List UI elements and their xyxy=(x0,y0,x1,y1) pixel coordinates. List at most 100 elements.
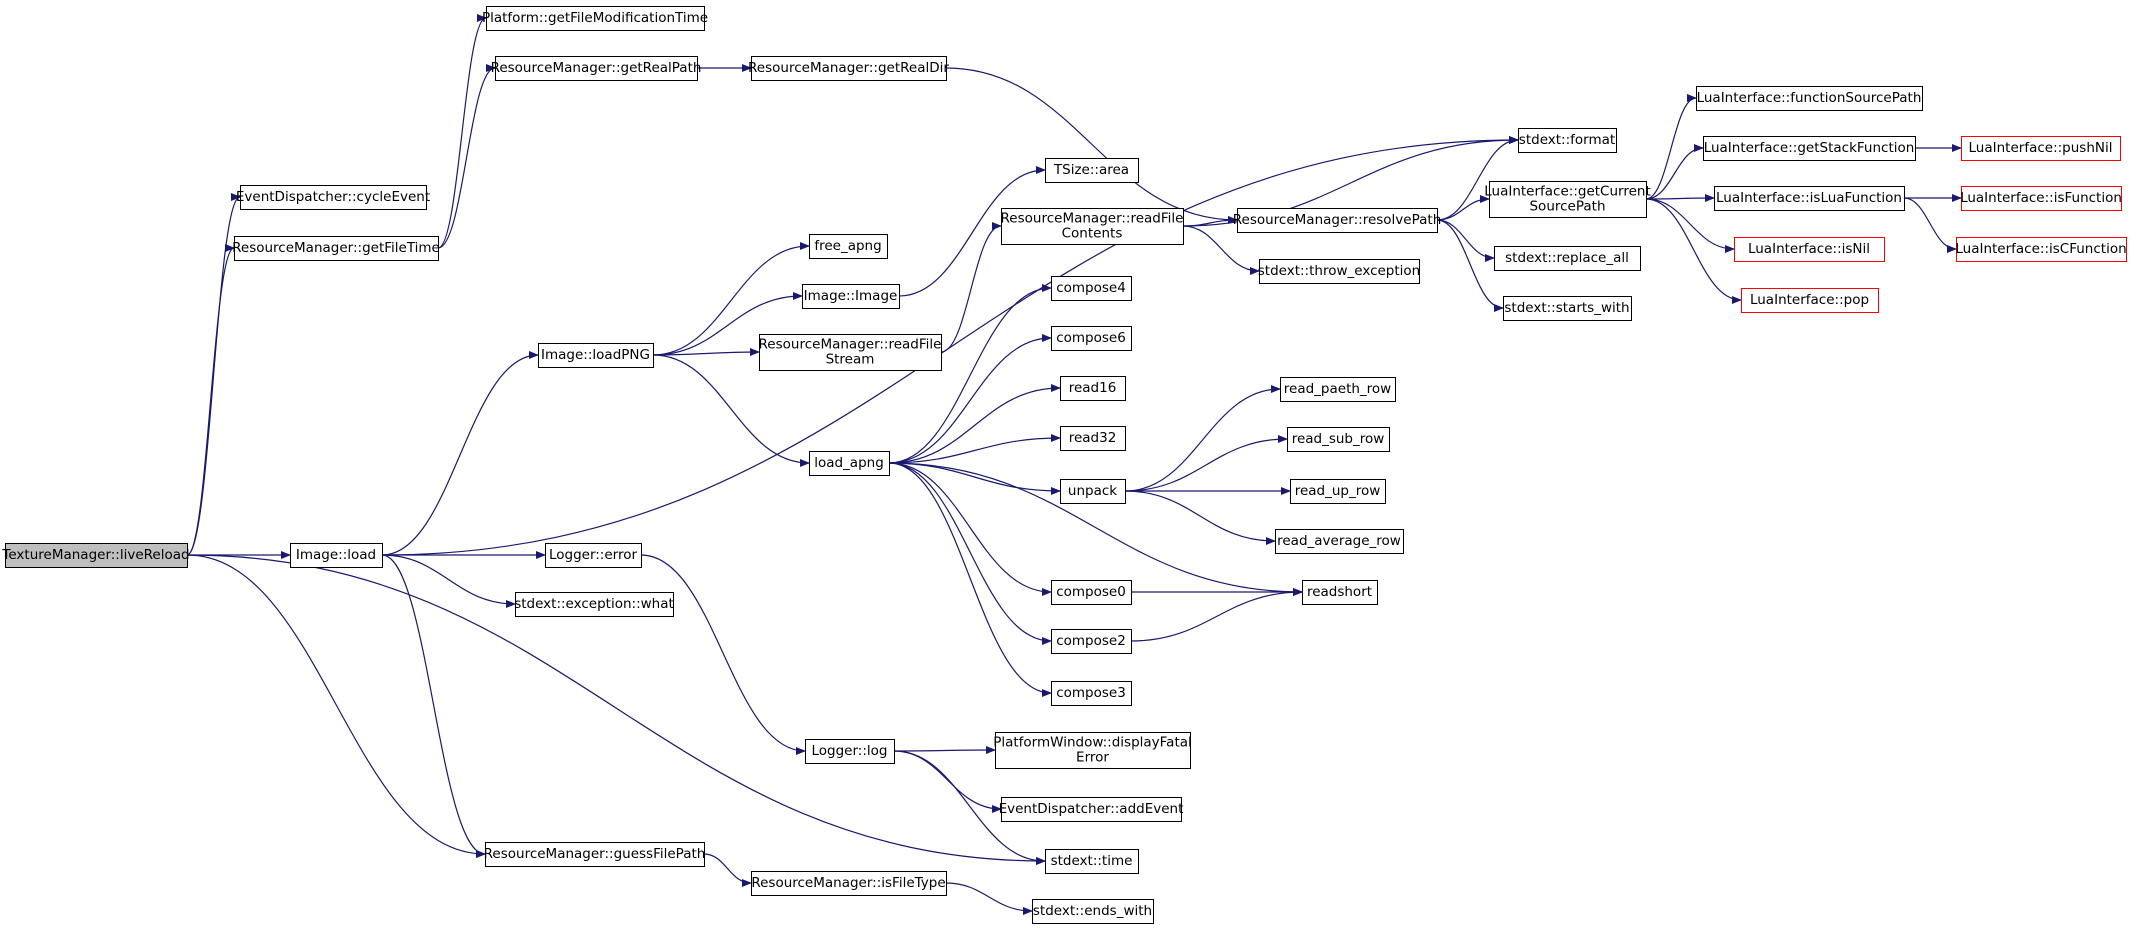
node-ends-with[interactable]: stdext::ends_with xyxy=(1032,899,1154,924)
node-get-file-modification-time[interactable]: Platform::getFileModificationTime xyxy=(482,6,708,31)
edge-image-load-to-load-png xyxy=(381,351,539,556)
node-starts-with[interactable]: stdext::starts_with xyxy=(1503,296,1632,321)
node-box xyxy=(1956,237,2127,262)
edge-get-current-source-path-to-is-nil xyxy=(1645,198,1735,253)
node-is-function[interactable]: LuaInterface::isFunction xyxy=(1960,186,2122,211)
node-label: EventDispatcher::addEvent xyxy=(999,801,1184,817)
node-is-cfunction[interactable]: LuaInterface::isCFunction xyxy=(1955,237,2127,262)
node-replace-all[interactable]: stdext::replace_all xyxy=(1494,246,1641,271)
node-compose6[interactable]: compose6 xyxy=(1051,326,1132,351)
node-stdext-format[interactable]: stdext::format xyxy=(1518,128,1617,153)
node-box xyxy=(495,56,698,81)
edge-unpack-to-read-average-row xyxy=(1124,490,1276,545)
node-box xyxy=(486,6,705,31)
node-compose4[interactable]: compose4 xyxy=(1051,276,1132,301)
node-box xyxy=(751,871,947,896)
node-push-nil[interactable]: LuaInterface::pushNil xyxy=(1961,136,2121,161)
node-box xyxy=(1741,288,1879,313)
node-readshort[interactable]: readshort xyxy=(1302,580,1378,605)
node-pop[interactable]: LuaInterface::pop xyxy=(1741,288,1879,313)
node-label: read_average_row xyxy=(1277,533,1401,549)
node-label: free_apng xyxy=(814,238,881,254)
node-read16[interactable]: read16 xyxy=(1060,376,1126,401)
node-box xyxy=(1001,208,1184,245)
node-read-up-row[interactable]: read_up_row xyxy=(1290,479,1386,504)
node-load-apng[interactable]: load_apng xyxy=(809,451,890,476)
node-image-image[interactable]: Image::Image xyxy=(802,284,900,309)
node-box xyxy=(1060,426,1126,451)
node-guess-file-path[interactable]: ResourceManager::guessFilePath xyxy=(484,842,706,867)
edge-load-apng-to-unpack xyxy=(888,462,1061,495)
node-free-apng[interactable]: free_apng xyxy=(809,234,888,259)
node-stdext-time[interactable]: stdext::time xyxy=(1045,849,1139,874)
edge-read-file-stream-to-read-file-contents xyxy=(940,222,1002,353)
edge-read-file-contents-to-throw-exception xyxy=(1182,225,1260,275)
node-box xyxy=(1290,479,1386,504)
node-compose3[interactable]: compose3 xyxy=(1051,681,1132,706)
node-read-average-row[interactable]: read_average_row xyxy=(1275,529,1404,554)
node-box xyxy=(240,185,427,210)
node-read32[interactable]: read32 xyxy=(1060,426,1126,451)
node-label: LuaInterface::isCFunction xyxy=(1955,241,2126,257)
node-read-paeth-row[interactable]: read_paeth_row xyxy=(1280,377,1396,402)
edge-get-current-source-path-to-is-lua-function xyxy=(1645,194,1715,203)
node-label: LuaInterface::getStackFunction xyxy=(1704,140,1915,156)
node-compose2[interactable]: compose2 xyxy=(1051,629,1132,654)
node-label: stdext::throw_exception xyxy=(1258,263,1420,279)
node-read-sub-row[interactable]: read_sub_row xyxy=(1287,427,1390,452)
node-box xyxy=(1045,849,1139,874)
node-add-event[interactable]: EventDispatcher::addEvent xyxy=(999,797,1184,822)
node-label: compose6 xyxy=(1056,330,1126,346)
edge-load-png-to-image-image xyxy=(652,292,803,356)
node-label: stdext::replace_all xyxy=(1505,250,1629,266)
node-is-nil[interactable]: LuaInterface::isNil xyxy=(1734,237,1885,262)
node-is-file-type[interactable]: ResourceManager::isFileType xyxy=(751,871,947,896)
node-label: stdext::exception::what xyxy=(514,596,674,612)
node-label: ResourceManager::readFile xyxy=(1001,211,1184,227)
node-get-real-path[interactable]: ResourceManager::getRealPath xyxy=(491,56,702,81)
node-tsize-area[interactable]: TSize::area xyxy=(1045,158,1139,183)
node-box xyxy=(805,739,895,764)
edge-logger-log-to-stdext-time xyxy=(893,750,1046,865)
node-image-load[interactable]: Image::load xyxy=(290,543,383,568)
node-cycle-event[interactable]: EventDispatcher::cycleEvent xyxy=(236,185,430,210)
node-get-stack-function[interactable]: LuaInterface::getStackFunction xyxy=(1703,136,1916,161)
node-box xyxy=(1051,629,1132,654)
node-box xyxy=(1703,136,1916,161)
edge-compose2-to-readshort xyxy=(1130,588,1303,642)
node-get-real-dir[interactable]: ResourceManager::getRealDir xyxy=(748,56,949,81)
node-box xyxy=(5,543,188,568)
node-box xyxy=(538,343,654,368)
edge-image-image-to-tsize-area xyxy=(898,166,1046,297)
node-resolve-path[interactable]: ResourceManager::resolvePath xyxy=(1233,208,1442,233)
node-box xyxy=(485,842,705,867)
node-box xyxy=(1051,276,1132,301)
edge-unpack-to-read-paeth-row xyxy=(1124,385,1281,492)
edge-load-apng-to-readshort xyxy=(888,462,1303,596)
node-get-file-time[interactable]: ResourceManager::getFileTime xyxy=(232,236,440,261)
node-exception-what[interactable]: stdext::exception::what xyxy=(514,592,674,617)
node-logger-log[interactable]: Logger::log xyxy=(805,739,895,764)
node-box xyxy=(1001,797,1182,822)
node-box xyxy=(1494,246,1641,271)
node-logger-error[interactable]: Logger::error xyxy=(545,543,642,568)
node-label: ResourceManager::getRealDir xyxy=(748,60,949,76)
node-throw-exception[interactable]: stdext::throw_exception xyxy=(1258,259,1420,284)
node-box xyxy=(751,56,947,81)
edge-logger-error-to-logger-log xyxy=(640,554,806,755)
edge-load-apng-to-compose4 xyxy=(888,284,1052,464)
node-label: TSize::area xyxy=(1053,162,1129,178)
node-is-lua-function[interactable]: LuaInterface::isLuaFunction xyxy=(1714,186,1905,211)
node-compose0[interactable]: compose0 xyxy=(1051,580,1132,605)
node-box xyxy=(809,451,890,476)
node-label: ResourceManager::getRealPath xyxy=(491,60,702,76)
node-load-png[interactable]: Image::loadPNG xyxy=(538,343,654,368)
node-function-source-path[interactable]: LuaInterface::functionSourcePath xyxy=(1696,86,1923,111)
node-label: LuaInterface::isFunction xyxy=(1960,190,2122,206)
edge-logger-log-to-add-event xyxy=(893,750,1002,813)
node-unpack[interactable]: unpack xyxy=(1060,479,1126,504)
